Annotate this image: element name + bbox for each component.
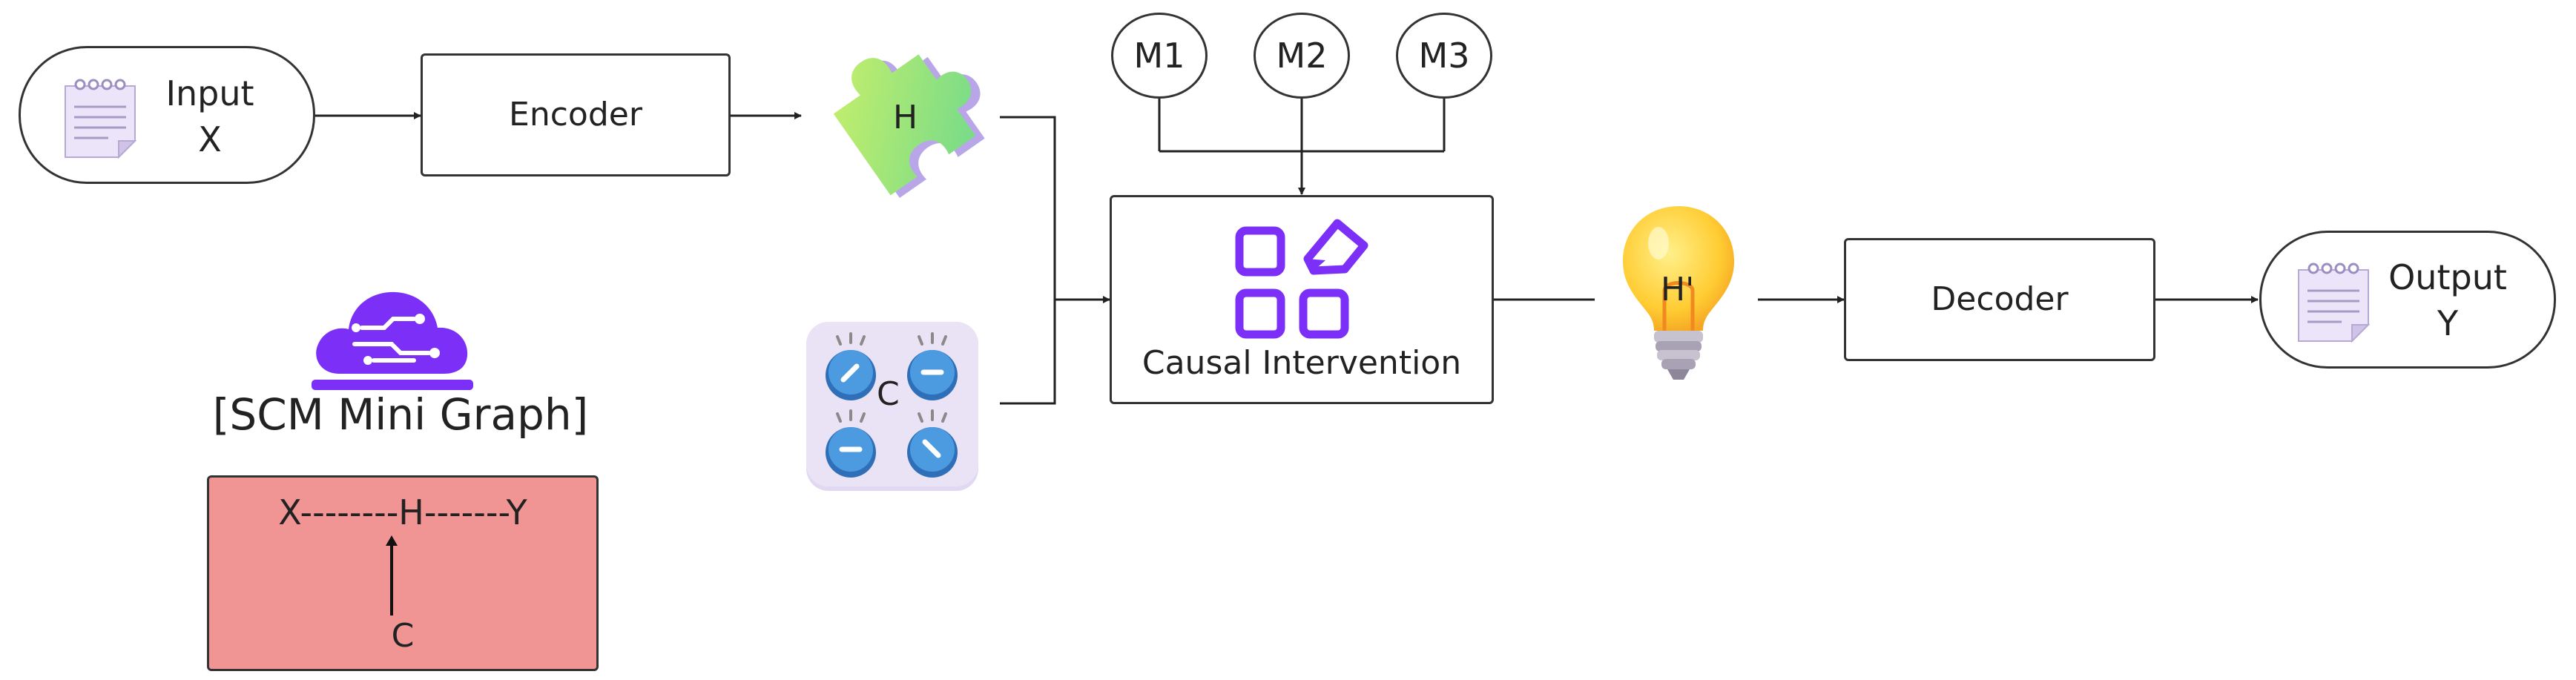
decoder-box: Decoder (1844, 238, 2155, 361)
module-m1: M1 (1111, 13, 1208, 99)
cloud-circuit-icon (312, 291, 473, 390)
scm-title: [SCM Mini Graph] (212, 389, 589, 440)
module-m1-label: M1 (1133, 36, 1185, 76)
input-label-line1: Input (165, 73, 254, 113)
scm-arrow (386, 535, 398, 615)
h-prime-label: H' (1661, 271, 1695, 308)
input-label: Input X (154, 70, 266, 162)
encoder-box: Encoder (421, 53, 731, 176)
input-label-line2: X (198, 119, 222, 159)
module-m3-label: M3 (1418, 36, 1470, 76)
document-icon (2298, 263, 2371, 343)
scm-graph-line: X--------H-------Y (278, 492, 527, 532)
lightbulb-icon (1623, 206, 1734, 380)
module-m2: M2 (1254, 13, 1350, 99)
control-knobs-icon (806, 322, 978, 491)
decoder-label: Decoder (1931, 280, 2069, 318)
document-icon (65, 79, 137, 159)
c-label: C (877, 375, 900, 413)
edge-c-merge (1000, 300, 1056, 405)
puzzle-piece-icon (833, 54, 985, 198)
output-label-line2: Y (2437, 303, 2459, 343)
scm-graph-panel: X--------H-------Y C (207, 475, 599, 671)
output-label: Output Y (2381, 254, 2514, 346)
scm-node-c: C (391, 617, 415, 655)
module-m2-label: M2 (1276, 36, 1328, 76)
module-m3: M3 (1396, 13, 1492, 99)
widgets-edit-icon (1235, 219, 1368, 339)
encoder-label: Encoder (509, 95, 642, 133)
edge-h-merge (1000, 116, 1056, 300)
output-label-line1: Output (2388, 257, 2507, 297)
h-label: H (893, 99, 918, 136)
causal-intervention-label: Causal Intervention (1142, 344, 1462, 382)
